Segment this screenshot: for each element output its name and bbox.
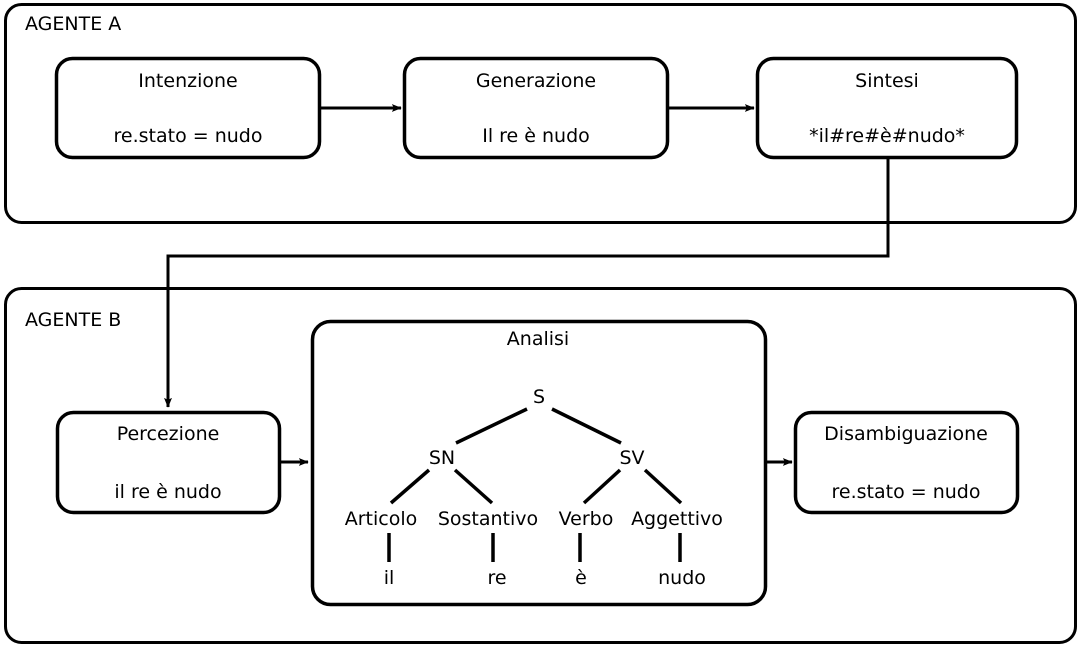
tree-word-il: il — [384, 567, 395, 589]
tree-node-sv: SV — [619, 447, 644, 469]
node-disambiguazione-value: re.stato = nudo — [832, 481, 981, 503]
tree-category-aggettivo: Aggettivo — [631, 508, 723, 530]
node-generazione-value: Il re è nudo — [482, 125, 590, 147]
node-disambiguazione[interactable]: Disambiguazione re.stato = nudo — [793, 410, 1020, 515]
node-generazione[interactable]: Generazione Il re è nudo — [402, 56, 670, 160]
node-percezione[interactable]: Percezione il re è nudo — [55, 410, 282, 515]
tree-node-s: S — [533, 386, 545, 408]
arrow-sintesi-percezione — [164, 158, 890, 408]
node-percezione-title: Percezione — [117, 423, 220, 445]
node-sintesi-value: *il#re#è#nudo* — [809, 125, 965, 147]
agent-a-label: AGENTE A — [25, 13, 121, 35]
tree-category-verbo: Verbo — [559, 508, 614, 530]
syntax-tree: S SN SV Arti — [345, 386, 723, 589]
tree-category-articolo: Articolo — [345, 508, 418, 530]
analisi-container[interactable]: Analisi S SN SV — [310, 319, 768, 607]
agent-b-label: AGENTE B — [25, 309, 121, 331]
node-generazione-box[interactable] — [402, 56, 670, 160]
tree-edge-sv-aggettivo — [643, 468, 683, 505]
tree-edge-sv-verbo — [582, 468, 622, 505]
tree-edge-s-sn — [455, 407, 528, 445]
agent-b-group: AGENTE B Percezione il re è nudo Analisi… — [4, 287, 1077, 644]
tree-edge-sn-sostantivo — [453, 468, 494, 505]
node-intenzione-box[interactable] — [54, 56, 322, 160]
node-intenzione-title: Intenzione — [138, 70, 237, 92]
node-sintesi-box[interactable] — [755, 56, 1019, 160]
node-sintesi-title: Sintesi — [855, 70, 919, 92]
node-disambiguazione-box[interactable] — [793, 410, 1020, 515]
node-intenzione-value: re.stato = nudo — [114, 125, 263, 147]
agent-a-frame — [4, 3, 1077, 224]
agent-b-frame — [4, 287, 1077, 644]
analisi-title: Analisi — [507, 328, 569, 350]
node-generazione-title: Generazione — [476, 70, 596, 92]
tree-node-sn: SN — [429, 447, 455, 469]
agent-a-group: AGENTE A Intenzione re.stato = nudo Gene… — [4, 3, 1077, 224]
analisi-box[interactable] — [310, 319, 768, 607]
tree-word-nudo: nudo — [658, 567, 706, 589]
tree-edge-sn-articolo — [389, 468, 431, 505]
tree-edge-s-sv — [551, 407, 622, 445]
tree-word-e: è — [575, 567, 587, 589]
node-intenzione[interactable]: Intenzione re.stato = nudo — [54, 56, 322, 160]
node-sintesi[interactable]: Sintesi *il#re#è#nudo* — [755, 56, 1019, 160]
node-disambiguazione-title: Disambiguazione — [824, 423, 988, 445]
tree-category-sostantivo: Sostantivo — [438, 508, 538, 530]
tree-word-re: re — [487, 567, 506, 589]
node-percezione-box[interactable] — [55, 410, 282, 515]
node-percezione-value: il re è nudo — [114, 481, 221, 503]
